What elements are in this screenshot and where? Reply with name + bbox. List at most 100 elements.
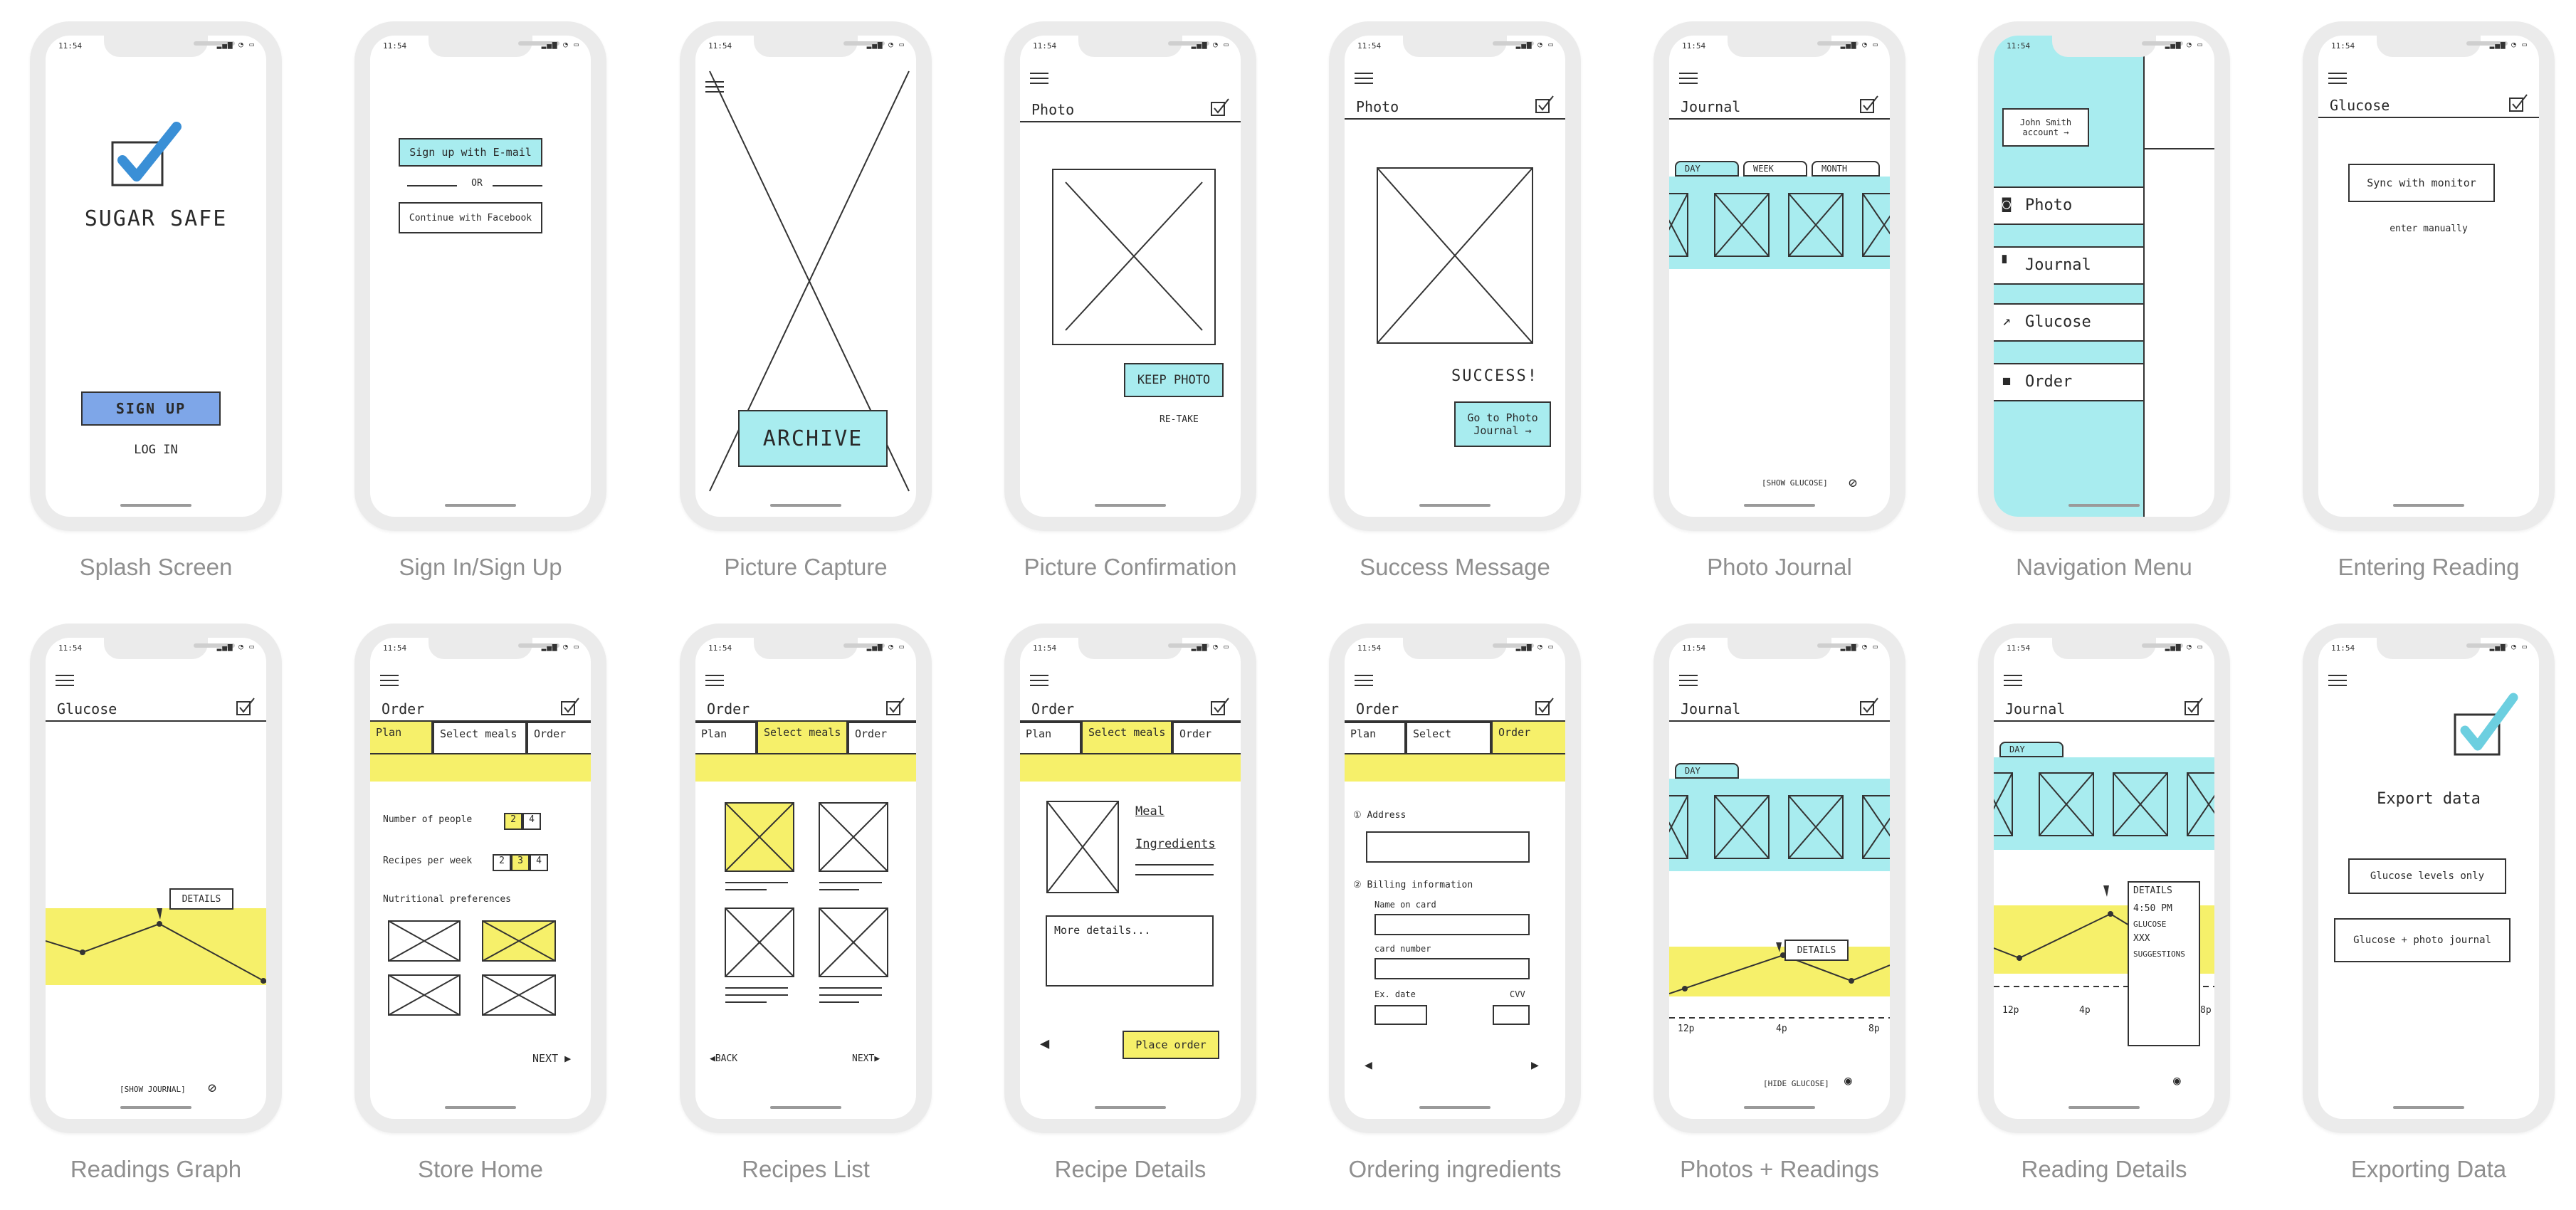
tab-order[interactable]: Order — [1491, 722, 1565, 754]
facebook-button[interactable]: Continue with Facebook — [399, 202, 542, 233]
more-details-box[interactable]: More details... — [1046, 915, 1214, 987]
email-signup-button[interactable]: Sign up with E-mail — [399, 138, 542, 167]
back-arrow-icon[interactable]: ◀ — [1040, 1035, 1050, 1053]
eye-icon[interactable]: ◉ — [2173, 1073, 2181, 1088]
meal-label: Meal — [1135, 804, 1165, 819]
menu-icon[interactable] — [2328, 675, 2347, 688]
check-icon — [886, 698, 905, 715]
photo-preview — [1052, 169, 1216, 345]
menu-icon[interactable] — [1355, 73, 1373, 85]
tab-select-meals[interactable]: Select meals — [433, 722, 527, 754]
hide-glucose-toggle[interactable]: [HIDE GLUCOSE] — [1763, 1079, 1829, 1088]
menu-icon[interactable] — [2328, 73, 2347, 85]
menu-icon[interactable] — [1679, 675, 1698, 688]
photo-thumbnails — [1994, 772, 2214, 836]
show-journal-toggle[interactable]: [SHOW JOURNAL] — [120, 1085, 186, 1094]
nav-item-glucose[interactable]: ↗ Glucose — [1994, 303, 2143, 342]
card-number-field[interactable] — [1374, 958, 1530, 979]
photo-strip — [1669, 177, 1890, 269]
menu-icon[interactable] — [1030, 73, 1048, 85]
nav-item-order[interactable]: ◼ Order — [1994, 363, 2143, 401]
menu-icon[interactable] — [1030, 675, 1048, 688]
check-icon — [1211, 698, 1229, 715]
tab-order[interactable]: Order — [527, 722, 591, 754]
bookmark-icon: ▘ — [2002, 255, 2012, 272]
phone-photos-readings: 11:54 ▂▄▆ ◔ ▭ Journal DAY DETAILS 12p 4p — [1654, 624, 1905, 1182]
menu-icon[interactable] — [56, 675, 74, 688]
next-button[interactable]: NEXT ▶ — [532, 1052, 572, 1065]
menu-icon[interactable] — [2004, 675, 2022, 688]
nav-item-photo[interactable]: ◙ Photo — [1994, 186, 2143, 225]
retake-link[interactable]: RE-TAKE — [1160, 414, 1199, 425]
box-icon: ◼ — [2002, 372, 2012, 389]
back-button[interactable]: ◀BACK — [710, 1053, 738, 1064]
phone-recipe-details: 11:54 ▂▄▆ ◔ ▭ Order Plan Select meals Or… — [1004, 624, 1256, 1182]
forward-arrow-icon[interactable]: ▶ — [1531, 1058, 1539, 1073]
archive-button[interactable]: ARCHIVE — [738, 410, 888, 467]
menu-icon[interactable] — [1355, 675, 1373, 688]
people-option[interactable]: 4 — [522, 813, 541, 830]
export-title: Export data — [2377, 790, 2481, 808]
reading-details-popup: DETAILS 4:50 PM GLUCOSE XXX SUGGESTIONS — [2128, 881, 2200, 1046]
expiry-field[interactable] — [1374, 1005, 1427, 1025]
tab-day[interactable]: DAY — [1675, 161, 1739, 177]
tab-week[interactable]: WEEK — [1743, 161, 1807, 177]
camera-icon: ◙ — [2002, 195, 2012, 212]
go-to-journal-button[interactable]: Go to Photo Journal → — [1454, 401, 1551, 447]
glucose-photo-button[interactable]: Glucose + photo journal — [2334, 918, 2511, 962]
recipes-option[interactable]: 2 — [493, 854, 511, 871]
login-link[interactable]: LOG IN — [134, 443, 178, 457]
tab-day[interactable]: DAY — [1999, 742, 2064, 757]
preference-grid — [388, 920, 556, 1016]
tab-day[interactable]: DAY — [1675, 763, 1739, 779]
enter-manually-link[interactable]: enter manually — [2390, 223, 2468, 234]
keep-photo-button[interactable]: KEEP PHOTO — [1124, 363, 1224, 397]
menu-icon[interactable] — [705, 675, 724, 688]
target-range-band — [46, 908, 266, 985]
place-order-button[interactable]: Place order — [1123, 1031, 1219, 1059]
caption: Splash Screen — [79, 554, 233, 580]
tab-plan[interactable]: Plan — [695, 722, 757, 754]
recipes-option[interactable]: 3 — [511, 854, 530, 871]
tab-plan[interactable]: Plan — [1020, 722, 1081, 754]
trend-icon: ↗ — [2002, 312, 2012, 329]
address-field[interactable] — [1366, 831, 1530, 863]
tab-order[interactable]: Order — [848, 722, 916, 754]
tab-plan[interactable]: Plan — [370, 722, 433, 754]
journal-tabs: DAY WEEK MONTH — [1675, 161, 1881, 177]
check-icon — [2185, 698, 2203, 715]
menu-icon[interactable] — [1679, 73, 1698, 85]
app-name: SUGAR SAFE — [84, 206, 228, 231]
glucose-only-button[interactable]: Glucose levels only — [2348, 858, 2506, 894]
phone-picture-confirmation: 11:54 ▂▄▆ ◔ ▭ Photo KEEP PHOTO RE-TAKE P… — [1004, 21, 1256, 580]
tab-order[interactable]: Order — [1172, 722, 1241, 754]
logo-check-icon — [2454, 693, 2518, 756]
menu-icon[interactable] — [380, 675, 399, 688]
back-arrow-icon[interactable]: ◀ — [1365, 1058, 1372, 1073]
recipe-grid — [725, 802, 888, 1003]
cvv-field[interactable] — [1493, 1005, 1530, 1025]
phone-recipes-list: 11:54 ▂▄▆ ◔ ▭ Order Plan Select meals Or… — [680, 624, 932, 1182]
phone-ordering-ingredients: 11:54 ▂▄▆ ◔ ▭ Order Plan Select Order ① … — [1329, 624, 1581, 1182]
tab-plan[interactable]: Plan — [1345, 722, 1406, 754]
next-button[interactable]: NEXT▶ — [852, 1053, 880, 1064]
tab-month[interactable]: MONTH — [1812, 161, 1880, 177]
nav-item-journal[interactable]: ▘ Journal — [1994, 246, 2143, 285]
phone-readings-graph: 11:54 ▂▄▆ ◔ ▭ Glucose DETAILS [SHOW JOUR… — [30, 624, 282, 1182]
recipe-image — [1046, 801, 1119, 893]
tab-select-meals[interactable]: Select meals — [757, 722, 848, 754]
recipes-option[interactable]: 4 — [530, 854, 548, 871]
phone-success-message: 11:54 ▂▄▆ ◔ ▭ Photo SUCCESS! Go to Photo… — [1329, 21, 1581, 580]
check-icon — [1860, 698, 1878, 715]
sync-monitor-button[interactable]: Sync with monitor — [2348, 164, 2495, 202]
tab-select-meals[interactable]: Select meals — [1081, 722, 1172, 754]
eye-icon: ◉ — [1844, 1073, 1852, 1088]
people-option[interactable]: 2 — [504, 813, 522, 830]
signup-button[interactable]: SIGN UP — [81, 391, 221, 426]
show-glucose-toggle[interactable]: [SHOW GLUCOSE] — [1762, 478, 1828, 488]
details-button[interactable]: DETAILS — [1784, 940, 1849, 961]
details-button[interactable]: DETAILS — [169, 888, 233, 910]
account-button[interactable]: John Smith account → — [2002, 108, 2089, 147]
tab-select[interactable]: Select — [1406, 722, 1491, 754]
name-on-card-field[interactable] — [1374, 914, 1530, 935]
